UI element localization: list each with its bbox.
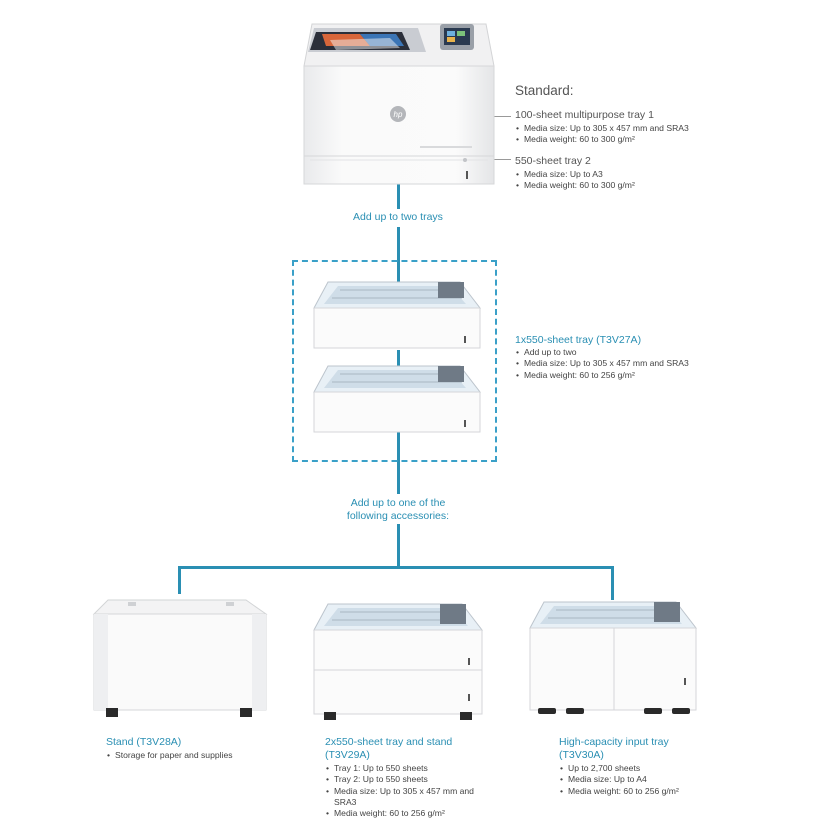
tray2-bullet: Media size: Up to A3: [515, 169, 745, 181]
optional-trays-box: [292, 260, 497, 462]
high-capacity-tray-icon: [529, 601, 698, 714]
tray-stand-bullet: Media weight: 60 to 256 g/m²: [325, 808, 485, 820]
hci-title-line2: (T3V30A): [559, 748, 604, 761]
tray550-bullets: Add up to two Media size: Up to 305 x 45…: [515, 347, 745, 381]
tray-stand-bullets: Tray 1: Up to 550 sheets Tray 2: Up to 5…: [325, 763, 485, 820]
tray550-bullet: Media size: Up to 305 x 457 mm and SRA3: [515, 358, 745, 370]
connector-branch-horizontal: [178, 566, 614, 569]
tray550-title: 1x550-sheet tray (T3V27A): [515, 334, 642, 346]
cabinet-stand-icon: [92, 599, 268, 717]
hci-bullet: Up to 2,700 sheets: [559, 763, 759, 775]
tray1-bullets: Media size: Up to 305 x 457 mm and SRA3 …: [515, 123, 745, 146]
tray1-bullet: Media size: Up to 305 x 457 mm and SRA3: [515, 123, 745, 135]
paper-tray-icon: [313, 365, 482, 433]
stand-bullets: Storage for paper and supplies: [106, 750, 296, 762]
tray2-bullets: Media size: Up to A3 Media weight: 60 to…: [515, 169, 745, 192]
paper-tray-icon: [313, 281, 482, 349]
printer-icon: hp: [303, 23, 495, 185]
tray2-bullet: Media weight: 60 to 300 g/m²: [515, 180, 745, 192]
add-up-to-one-line2: following accessories:: [346, 510, 450, 522]
add-up-to-one-line1: Add up to one of the: [350, 497, 446, 509]
hp-logo-icon: [386, 103, 404, 121]
stand-title: Stand (T3V28A): [106, 736, 182, 748]
svg-text:hp: hp: [394, 110, 403, 119]
connector-label-to-trays: [397, 227, 400, 287]
connector-branch-left: [178, 566, 181, 594]
connector-branch-right: [611, 566, 614, 600]
connector-trays-to-label: [397, 432, 400, 494]
tray550-bullet: Add up to two: [515, 347, 745, 359]
connector-printer-to-label: [397, 183, 400, 209]
hci-title-line1: High-capacity input tray: [559, 736, 669, 748]
callout-tray1-line: [487, 116, 511, 117]
tray-stand-bullet: Tray 2: Up to 550 sheets: [325, 774, 485, 786]
tray-stand-title-line2: (T3V29A): [325, 748, 370, 761]
connector-tray-to-tray: [397, 350, 400, 366]
tray-stand-bullet: Media size: Up to 305 x 457 mm and SRA3: [325, 786, 485, 809]
hci-bullet: Media weight: 60 to 256 g/m²: [559, 786, 759, 798]
hci-bullets: Up to 2,700 sheets Media size: Up to A4 …: [559, 763, 759, 797]
tray2-title: 550-sheet tray 2: [515, 155, 591, 167]
hci-title: High-capacity input tray (T3V30A): [559, 736, 669, 761]
add-up-to-two-label: Add up to two trays: [353, 211, 443, 223]
tray-stand-title-line1: 2x550-sheet tray and stand: [325, 736, 453, 748]
connector-label-to-branch: [397, 524, 400, 568]
tray-stand-bullet: Tray 1: Up to 550 sheets: [325, 763, 485, 775]
hci-bullet: Media size: Up to A4: [559, 774, 759, 786]
stand-bullet: Storage for paper and supplies: [106, 750, 296, 762]
tray1-bullet: Media weight: 60 to 300 g/m²: [515, 134, 745, 146]
tray-and-stand-icon: [313, 603, 484, 720]
tray-stand-title: 2x550-sheet tray and stand (T3V29A): [325, 736, 452, 761]
add-up-to-one-label: Add up to one of the following accessori…: [298, 497, 498, 523]
tray1-title: 100-sheet multipurpose tray 1: [515, 109, 654, 121]
standard-heading: Standard:: [515, 83, 574, 98]
tray550-bullet: Media weight: 60 to 256 g/m²: [515, 370, 745, 382]
